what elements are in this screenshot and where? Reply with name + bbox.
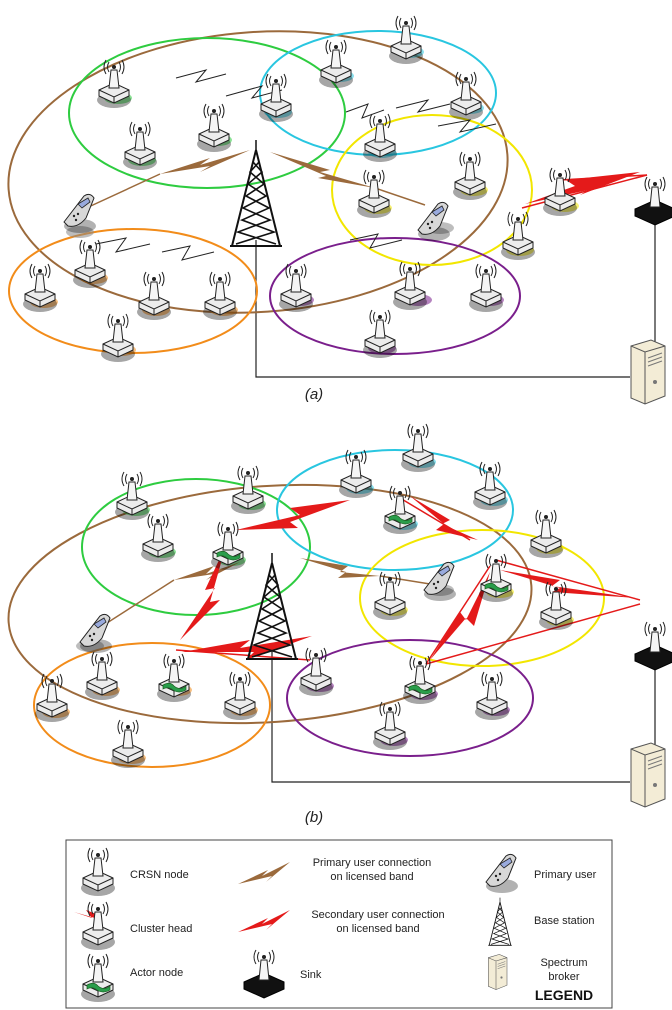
spectrum-broker-icon xyxy=(488,954,508,990)
legend-secondary-connection-2: on licensed band xyxy=(336,923,419,935)
spectrum-broker-icon xyxy=(630,742,666,808)
primary-connection-icon xyxy=(238,862,290,884)
legend-secondary-connection-1: Secondary user connection xyxy=(311,909,444,921)
legend-actor-node: Actor node xyxy=(130,967,183,979)
panel-a: (a) xyxy=(7,15,672,405)
primary-link-a2 xyxy=(270,152,375,188)
cluster-cyan-b xyxy=(276,449,514,571)
wire-bs-broker-b xyxy=(271,650,630,783)
cluster-large-b xyxy=(7,483,533,725)
primary-user-icon xyxy=(63,193,97,234)
sink-icon xyxy=(634,176,672,226)
legend-base-station: Base station xyxy=(534,915,595,927)
caption-a: (a) xyxy=(305,386,323,403)
cluster-yellow-b xyxy=(359,529,605,667)
primary-user-icon xyxy=(417,201,451,242)
caption-b: (b) xyxy=(305,809,323,826)
cluster-green-a xyxy=(68,37,346,189)
legend-spectrum-broker-1: Spectrum xyxy=(540,957,587,969)
secondary-link-b4 xyxy=(410,496,478,540)
secondary-link-b6 xyxy=(430,572,490,660)
crsn-links-a xyxy=(95,69,497,261)
secondary-connection-icon xyxy=(238,910,290,932)
cluster-large-a xyxy=(7,30,509,314)
base-station-icon xyxy=(229,139,283,247)
cluster-purple-a xyxy=(269,237,521,355)
legend-primary-connection-2: on licensed band xyxy=(330,871,413,883)
legend-crsn-node: CRSN node xyxy=(130,869,189,881)
legend-primary-connection-1: Primary user connection xyxy=(313,857,432,869)
legend: CRSN node Cluster head Actor node Primar… xyxy=(65,839,613,1009)
primary-link-b2 xyxy=(300,558,380,578)
primary-user-icon xyxy=(79,613,113,654)
legend-sink: Sink xyxy=(300,969,322,981)
legend-primary-user: Primary user xyxy=(534,869,597,881)
legend-box xyxy=(65,839,613,1009)
secondary-link-a1 xyxy=(525,172,640,204)
sink-icon xyxy=(634,621,672,671)
legend-title: LEGEND xyxy=(535,987,593,1003)
primary-link-a1 xyxy=(160,150,250,174)
cluster-orange-b xyxy=(33,642,271,768)
legend-spectrum-broker-2: broker xyxy=(548,971,580,983)
wire-bs-broker-a xyxy=(255,240,630,378)
cluster-purple-b xyxy=(286,639,534,757)
legend-cluster-head: Cluster head xyxy=(130,923,192,935)
primary-link-b1 xyxy=(174,562,240,580)
secondary-link-b3 xyxy=(182,636,312,660)
secondary-link-b5 xyxy=(500,570,636,598)
panel-b: (b) xyxy=(7,423,672,826)
cluster-green-b xyxy=(81,478,311,616)
spectrum-broker-icon xyxy=(630,339,666,405)
cluster-yellow-a xyxy=(331,114,533,266)
secondary-link-b1 xyxy=(236,500,350,530)
